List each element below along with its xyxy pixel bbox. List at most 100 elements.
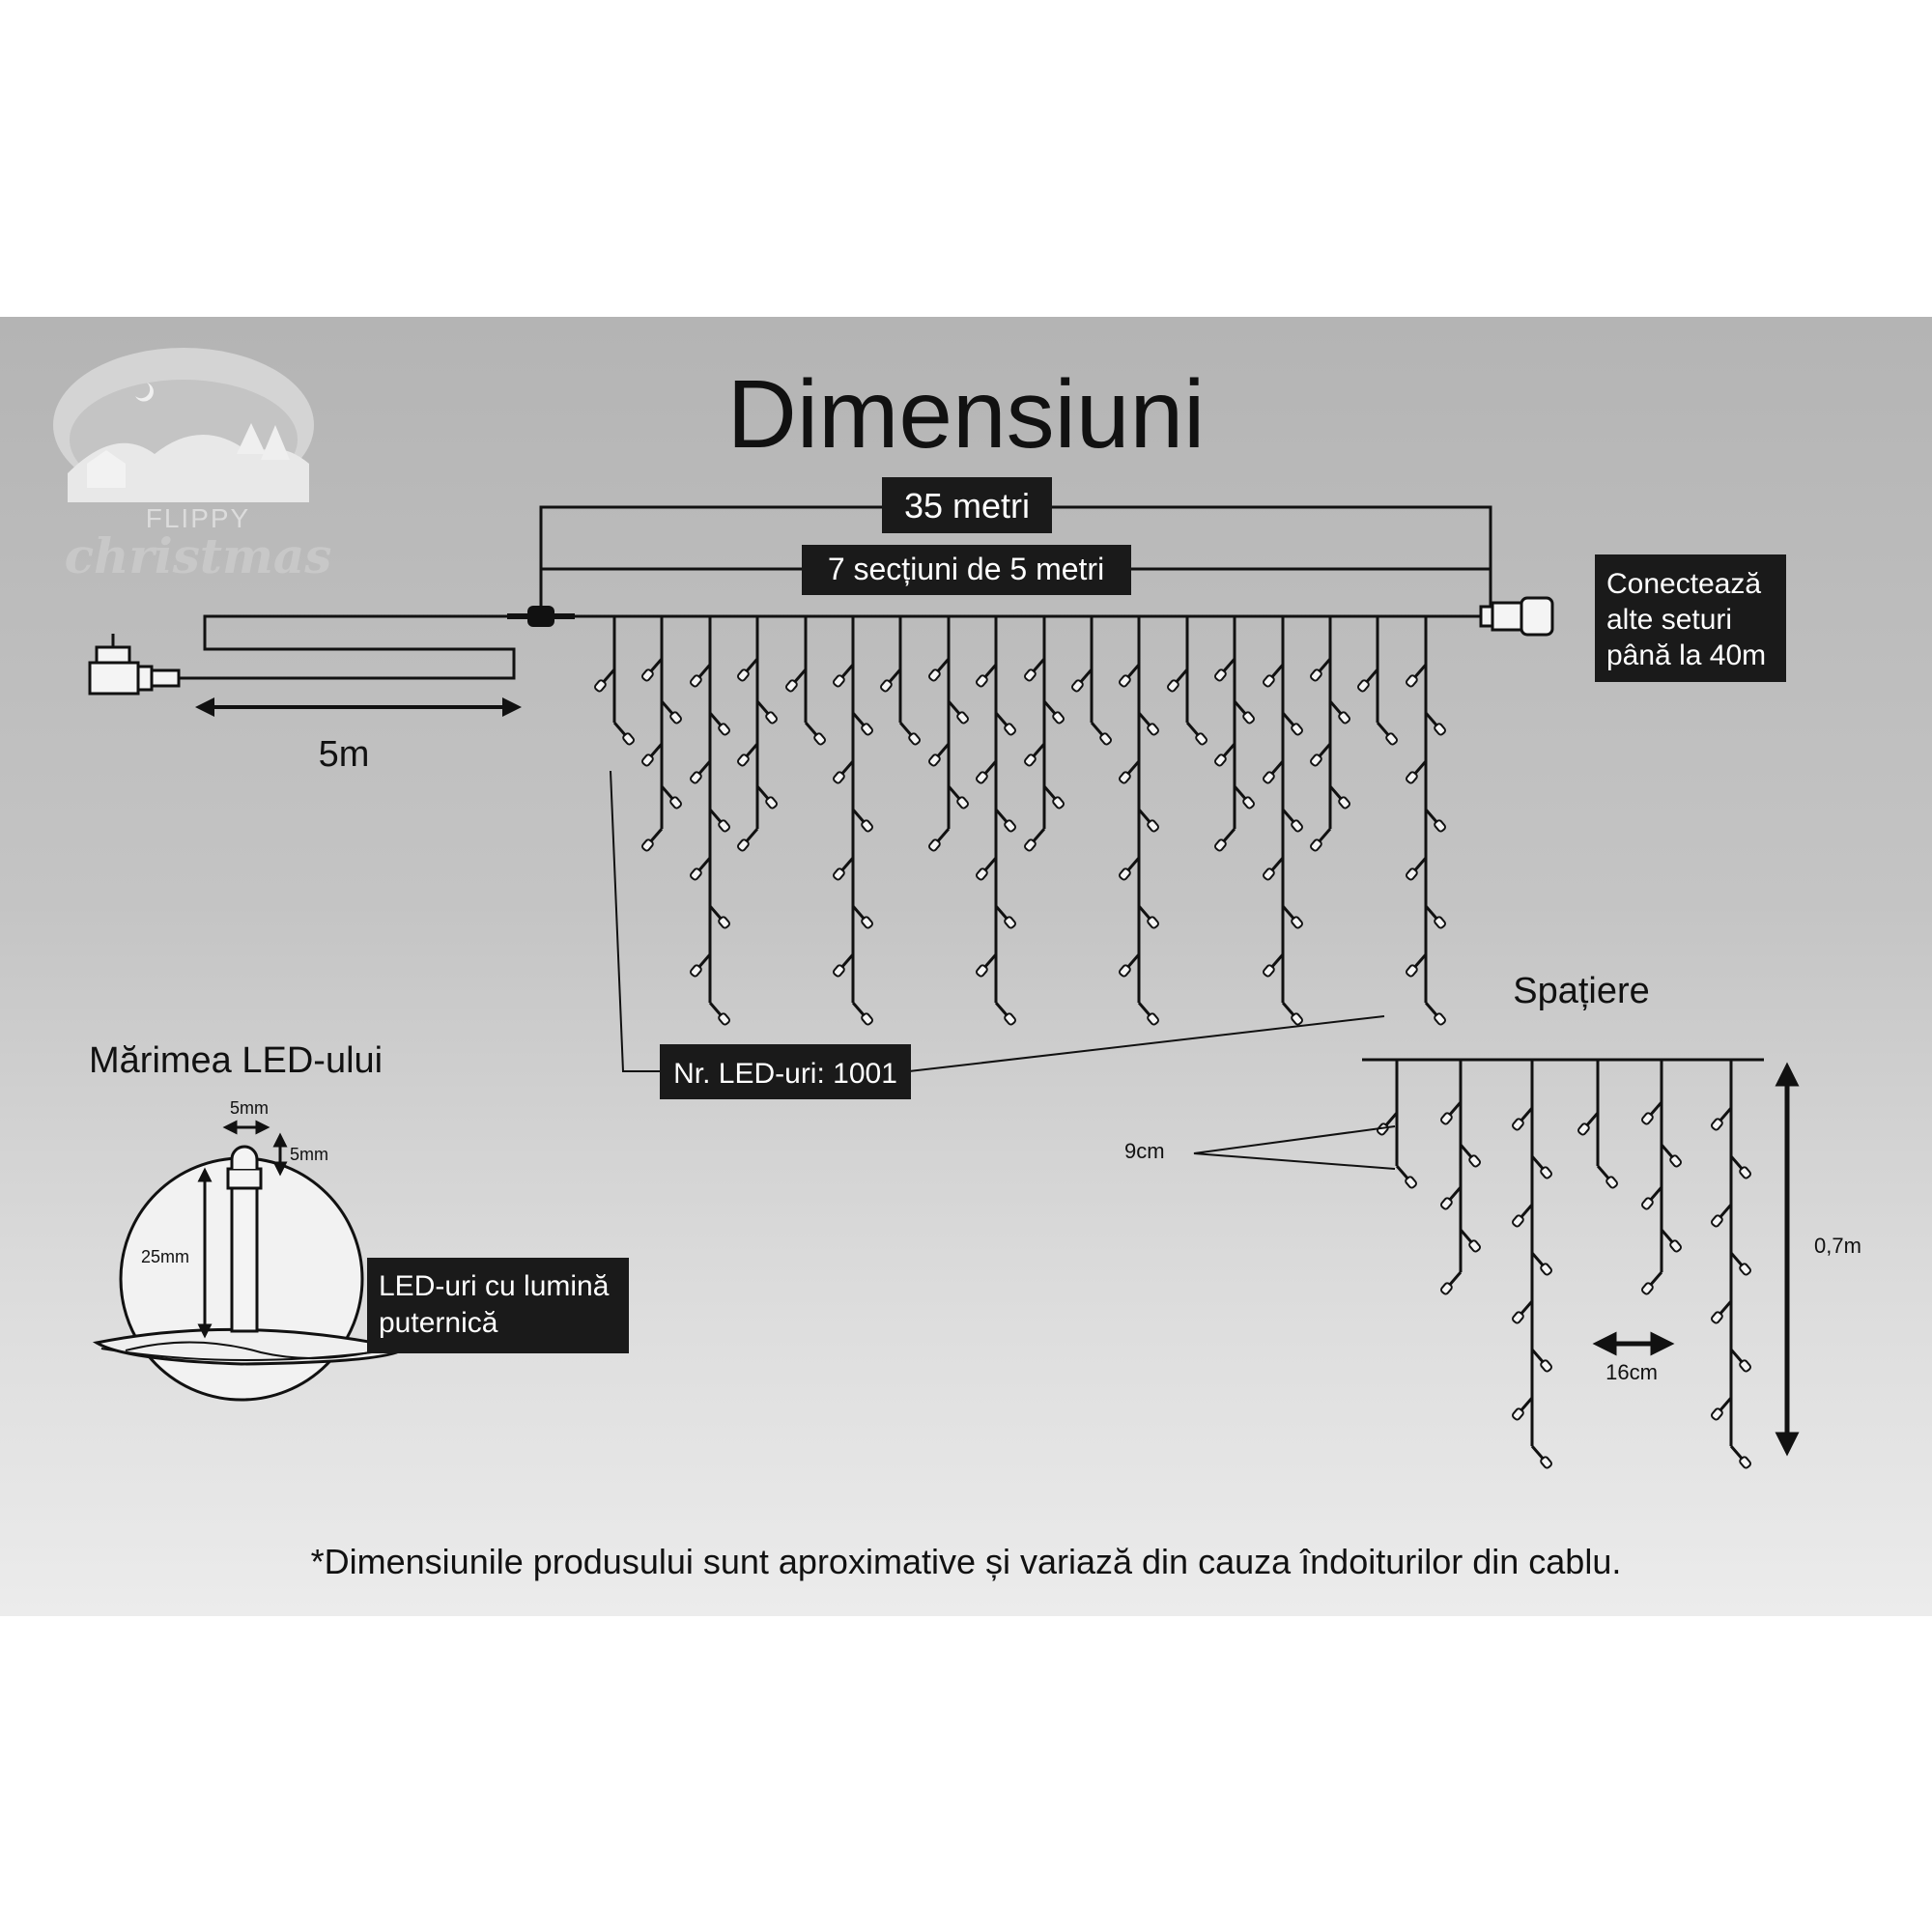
logo-scene-icon bbox=[53, 348, 314, 502]
led-bulb bbox=[1004, 1012, 1016, 1026]
led-bulb bbox=[1711, 1214, 1723, 1228]
led-bulb bbox=[1004, 723, 1016, 736]
lead-length-label: 5m bbox=[319, 734, 370, 775]
led-bulb bbox=[1512, 1407, 1524, 1421]
led-desc-box bbox=[367, 1258, 629, 1353]
sections-label: 7 secțiuni de 5 metri bbox=[828, 552, 1104, 586]
led-desc-line2: puternică bbox=[379, 1307, 498, 1339]
led-bulb bbox=[1147, 1012, 1159, 1026]
led-size-title: Mărimea LED-ului bbox=[89, 1040, 383, 1081]
spacing-drop bbox=[1440, 1060, 1481, 1295]
led-bulb bbox=[1440, 1282, 1453, 1295]
led-bulb bbox=[1214, 668, 1227, 682]
led-bulb bbox=[1540, 1166, 1552, 1179]
icicle-drop bbox=[1119, 616, 1159, 1026]
led-bulb bbox=[833, 964, 845, 978]
led-bulb bbox=[928, 668, 941, 682]
led-bulb bbox=[1739, 1263, 1751, 1276]
led-bulb bbox=[1119, 867, 1131, 881]
icicle-drop bbox=[833, 616, 873, 1026]
led-bulb bbox=[1641, 1112, 1654, 1125]
icicle-drop bbox=[641, 616, 682, 852]
led-bulb bbox=[690, 771, 702, 784]
led-bulb bbox=[1099, 732, 1112, 746]
led-bulb bbox=[1024, 753, 1037, 767]
led-desc-line1: LED-uri cu lumină bbox=[379, 1270, 610, 1302]
led-bulb bbox=[833, 674, 845, 688]
led-bulb bbox=[622, 732, 635, 746]
led-bulb bbox=[1468, 1239, 1481, 1253]
led-bulb bbox=[1711, 1407, 1723, 1421]
led-bulb bbox=[1711, 1311, 1723, 1324]
horizontal-gap-label: 16cm bbox=[1605, 1360, 1658, 1384]
led-bulb bbox=[1024, 838, 1037, 852]
icicle-drop bbox=[785, 616, 826, 746]
led-bulb bbox=[833, 867, 845, 881]
led-bulb bbox=[1119, 674, 1131, 688]
led-bulb bbox=[1440, 1197, 1453, 1210]
led-count-box bbox=[660, 1044, 911, 1099]
led-bulb bbox=[1195, 732, 1208, 746]
led-bulb bbox=[765, 796, 778, 810]
led-bulb bbox=[1263, 867, 1275, 881]
led-bulb bbox=[976, 771, 988, 784]
icicle-drop bbox=[737, 616, 778, 852]
logo-brand: FLIPPY bbox=[146, 503, 250, 533]
led-bulb bbox=[1242, 711, 1255, 724]
icicle-drop bbox=[1024, 616, 1065, 852]
icicle-drop bbox=[1310, 616, 1350, 852]
connect-line2: alte seturi bbox=[1606, 604, 1732, 636]
power-adapter-icon bbox=[88, 634, 181, 696]
led-bulb bbox=[1310, 838, 1322, 852]
page-title: Dimensiuni bbox=[727, 360, 1206, 469]
led-bulb bbox=[1641, 1197, 1654, 1210]
led-bulb bbox=[976, 964, 988, 978]
icicle-drop bbox=[690, 616, 730, 1026]
spacing-drop bbox=[1711, 1060, 1751, 1469]
led-bulb bbox=[785, 679, 798, 693]
vertical-gap-label: 9cm bbox=[1124, 1139, 1165, 1163]
spacing-title: Spațiere bbox=[1513, 971, 1650, 1011]
led-bulb bbox=[690, 867, 702, 881]
led-bulb bbox=[669, 796, 682, 810]
led-bulb bbox=[1024, 668, 1037, 682]
led-bulb bbox=[880, 679, 893, 693]
icicle-drop bbox=[1071, 616, 1112, 746]
sections-box bbox=[802, 545, 1131, 595]
led-bulb bbox=[1357, 679, 1370, 693]
led-bulb bbox=[641, 838, 654, 852]
led-bulb bbox=[928, 753, 941, 767]
led-bulb bbox=[976, 674, 988, 688]
led-bulb bbox=[1242, 796, 1255, 810]
led-bulb bbox=[1434, 819, 1446, 833]
icicle-drop bbox=[976, 616, 1016, 1026]
led-bulb bbox=[976, 867, 988, 881]
led-bulb bbox=[1739, 1359, 1751, 1373]
led-bulb bbox=[690, 674, 702, 688]
cable-joint-icon bbox=[507, 606, 575, 627]
led-bulb bbox=[1291, 723, 1303, 736]
led-bulb bbox=[1739, 1166, 1751, 1179]
spacing-drop bbox=[1512, 1060, 1552, 1469]
icicle-drop bbox=[1263, 616, 1303, 1026]
led-bulb bbox=[1310, 668, 1322, 682]
spacing-drop bbox=[1641, 1060, 1682, 1295]
led-bulb bbox=[861, 723, 873, 736]
led-bulb bbox=[737, 838, 750, 852]
icicle-drop bbox=[1406, 616, 1446, 1026]
icicle-drop bbox=[880, 616, 921, 746]
led-bulb bbox=[1385, 732, 1398, 746]
icicle-drop bbox=[594, 616, 635, 746]
led-bulb bbox=[669, 711, 682, 724]
led-bulb bbox=[1512, 1118, 1524, 1131]
connect-line1: Conectează bbox=[1606, 568, 1761, 600]
led-bulb bbox=[1214, 838, 1227, 852]
led-bulb bbox=[737, 668, 750, 682]
led-bulb bbox=[641, 753, 654, 767]
drop-height-label: 0,7m bbox=[1814, 1234, 1861, 1258]
spacing-drops bbox=[1377, 1060, 1751, 1469]
led-bulb bbox=[1119, 771, 1131, 784]
led-count-label: Nr. LED-uri: 1001 bbox=[673, 1058, 897, 1090]
led-bulb bbox=[1291, 916, 1303, 929]
